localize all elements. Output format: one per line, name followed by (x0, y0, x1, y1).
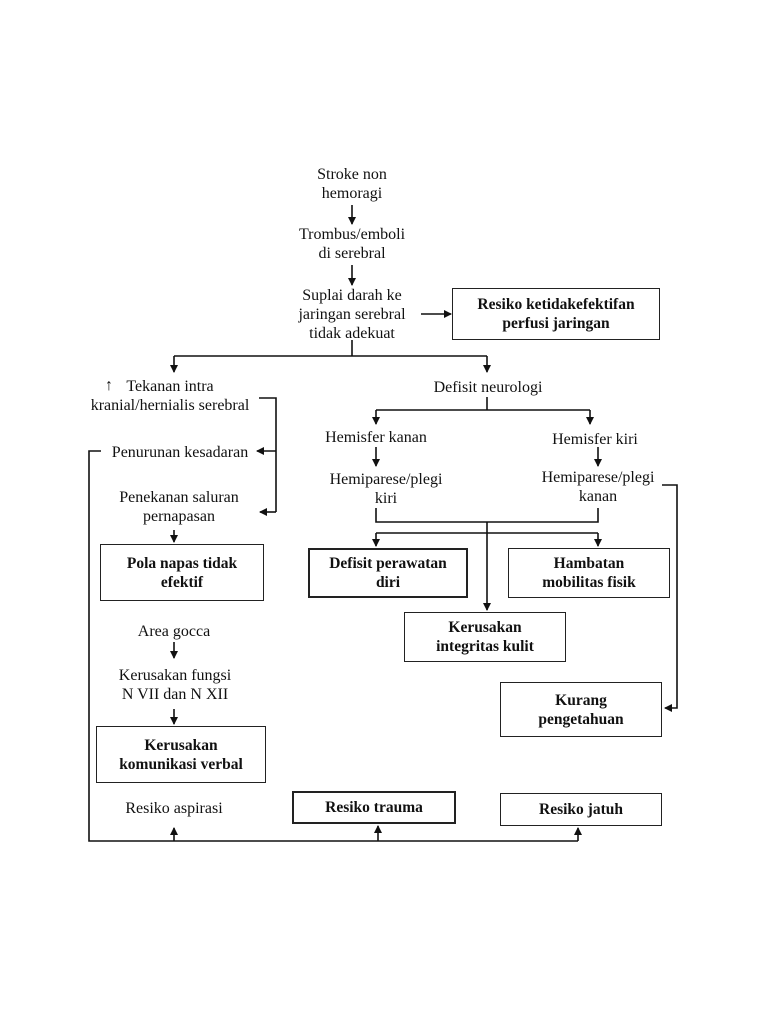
node-tekanan: ↑ Tekanan intra kranial/hernialis serebr… (77, 376, 263, 416)
node-defisit-perawatan: Defisit perawatan diri (308, 548, 468, 598)
node-resiko-aspirasi: Resiko aspirasi (111, 797, 237, 819)
edge-hemiparese-merge (375, 508, 599, 523)
node-hemisfer-kanan: Hemisfer kanan (318, 426, 434, 448)
node-resiko-perfusi-label: Resiko ketidakefektifan perfusi jaringan (477, 296, 635, 332)
node-suplai: Suplai darah ke jaringan serebral tidak … (282, 285, 422, 343)
node-hambatan-label: Hambatan mobilitas fisik (542, 555, 636, 591)
node-komunikasi-verbal: Kerusakan komunikasi verbal (96, 726, 266, 783)
node-resiko-trauma: Resiko trauma (292, 791, 456, 824)
node-hemisfer-kiri: Hemisfer kiri (540, 428, 650, 450)
node-pola-napas-label: Pola napas tidak efektif (126, 554, 238, 591)
node-defisit-neurologi: Defisit neurologi (418, 376, 558, 398)
edge-penurunan-feedback (88, 450, 578, 842)
node-penekanan-label: Penekanan saluran pernapasan (119, 489, 239, 525)
node-area-gocca-label: Area gocca (137, 622, 211, 640)
edge-hemiparese-kurang (662, 484, 678, 712)
node-kerusakan-fungsi: Kerusakan fungsi N VII dan N XII (100, 665, 250, 705)
node-stroke-label: Stroke non hemoragi (317, 166, 387, 202)
node-kurang-pengetahuan-label: Kurang pengetahuan (538, 691, 624, 728)
node-defisit-perawatan-label: Defisit perawatan diri (329, 555, 447, 591)
node-hambatan: Hambatan mobilitas fisik (508, 548, 670, 598)
node-hemiparese-kanan-label: Hemiparese/plegi kanan (541, 469, 655, 505)
up-arrow-icon: ↑ (105, 377, 113, 394)
edge-tekanan-bracket (259, 397, 277, 512)
node-pola-napas: Pola napas tidak efektif (100, 544, 264, 601)
node-hemiparese-kiri-label: Hemiparese/plegi kiri (329, 471, 443, 507)
node-resiko-trauma-label: Resiko trauma (325, 799, 423, 816)
node-area-gocca: Area gocca (119, 620, 229, 642)
node-kerusakan-integritas-label: Kerusakan integritas kulit (436, 619, 534, 655)
node-komunikasi-verbal-label: Kerusakan komunikasi verbal (119, 736, 243, 773)
node-hemisfer-kanan-label: Hemisfer kanan (325, 428, 427, 446)
node-stroke: Stroke non hemoragi (282, 164, 422, 204)
node-trombus: Trombus/emboli di serebral (272, 224, 432, 264)
node-kerusakan-integritas: Kerusakan integritas kulit (404, 612, 566, 662)
node-resiko-jatuh-label: Resiko jatuh (539, 801, 623, 818)
node-penurunan-label: Penurunan kesadaran (111, 443, 249, 461)
node-resiko-aspirasi-label: Resiko aspirasi (125, 799, 223, 817)
node-resiko-jatuh: Resiko jatuh (500, 793, 662, 826)
node-hemiparese-kanan: Hemiparese/plegi kanan (530, 467, 666, 507)
node-resiko-perfusi: Resiko ketidakefektifan perfusi jaringan (452, 288, 660, 340)
node-penurunan: Penurunan kesadaran (102, 441, 258, 463)
node-kurang-pengetahuan: Kurang pengetahuan (500, 682, 662, 737)
node-trombus-label: Trombus/emboli di serebral (298, 226, 406, 262)
node-tekanan-label: Tekanan intra kranial/hernialis serebral (90, 378, 250, 414)
node-suplai-label: Suplai darah ke jaringan serebral tidak … (298, 286, 406, 342)
node-defisit-neurologi-label: Defisit neurologi (433, 378, 543, 396)
node-kerusakan-fungsi-label: Kerusakan fungsi N VII dan N XII (118, 667, 232, 703)
node-hemisfer-kiri-label: Hemisfer kiri (552, 430, 638, 448)
node-penekanan: Penekanan saluran pernapasan (104, 487, 254, 527)
node-hemiparese-kiri: Hemiparese/plegi kiri (316, 469, 456, 509)
